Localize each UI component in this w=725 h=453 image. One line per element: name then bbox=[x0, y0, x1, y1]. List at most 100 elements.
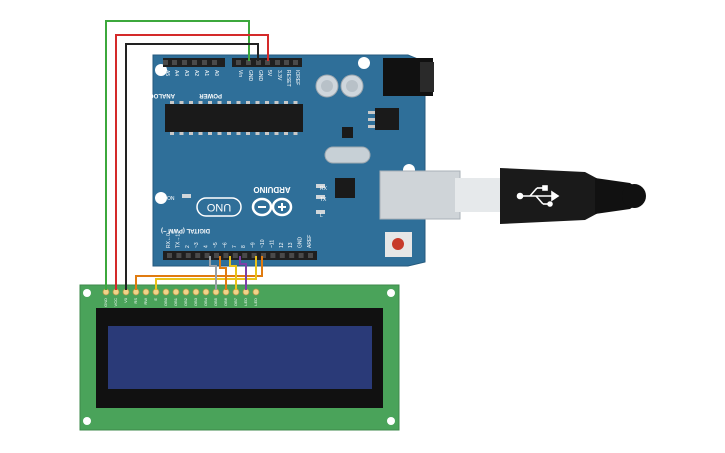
digital-pin-label: RX←0 bbox=[166, 233, 172, 248]
lcd-pin-label: LED bbox=[243, 298, 248, 306]
lcd-pin-label: DB1 bbox=[173, 297, 178, 306]
lcd-pin-label: DB2 bbox=[183, 297, 188, 306]
wire-db5 bbox=[219, 256, 227, 290]
lcd-pin[interactable] bbox=[252, 288, 260, 296]
header-pin[interactable] bbox=[185, 253, 191, 258]
lcd-pin[interactable] bbox=[192, 288, 200, 296]
digital-pin-label: 4 bbox=[204, 245, 210, 248]
on-led-label: ON bbox=[167, 196, 175, 202]
analog-pin-label: A4 bbox=[173, 70, 179, 76]
model-badge bbox=[196, 197, 242, 217]
wire-db7 bbox=[239, 256, 247, 290]
header-pin[interactable] bbox=[204, 253, 210, 258]
digital-pin-label: 7 bbox=[232, 245, 238, 248]
header-pin[interactable] bbox=[236, 60, 241, 65]
lcd-pin-label: RS bbox=[133, 298, 138, 304]
wire-gnd-green bbox=[105, 20, 250, 290]
digital-pin-label: ~9 bbox=[251, 242, 257, 248]
header-pin[interactable] bbox=[308, 253, 313, 258]
wire-db4 bbox=[209, 256, 217, 290]
analog-pin-label: A1 bbox=[203, 70, 209, 76]
power-pin-label: Vin bbox=[237, 70, 243, 77]
rx-led-label: RX bbox=[320, 186, 328, 192]
header-pin[interactable] bbox=[167, 253, 172, 258]
header-pin[interactable] bbox=[176, 253, 182, 258]
analog-pin-label: A2 bbox=[193, 70, 199, 76]
wire-vcc-red bbox=[115, 34, 269, 290]
wire-e bbox=[155, 256, 257, 290]
digital-pin-label: ~3 bbox=[194, 242, 200, 248]
digital-pin-label: 2 bbox=[185, 245, 191, 248]
header-pin[interactable] bbox=[163, 60, 168, 65]
power-pin-label: GND bbox=[257, 70, 263, 82]
lcd-pin-label: DB6 bbox=[223, 297, 228, 306]
mount-hole bbox=[155, 192, 167, 204]
usb-icon bbox=[516, 185, 560, 207]
lcd-pin-label: DB4 bbox=[203, 297, 208, 306]
lcd-pin-label: V0 bbox=[123, 297, 128, 303]
header-pin[interactable] bbox=[202, 60, 207, 65]
usb-controller-chip bbox=[335, 178, 355, 198]
header-pin[interactable] bbox=[256, 60, 261, 65]
header-pin[interactable] bbox=[284, 60, 289, 65]
reset-button-cap[interactable] bbox=[392, 238, 404, 250]
lcd-pin-label: DB0 bbox=[163, 297, 168, 306]
mount-hole bbox=[83, 417, 91, 425]
lcd-pin[interactable] bbox=[172, 288, 180, 296]
wire-rs bbox=[135, 256, 263, 290]
digital-header-strip bbox=[163, 251, 317, 260]
arduino-board: POWER ANALOG IN IOREFRESET3.3V5VGNDGNDVi… bbox=[141, 54, 434, 267]
digital-pin-label: 8 bbox=[241, 245, 247, 248]
analog-pin-label: A3 bbox=[183, 70, 189, 76]
digital-pin-label: ~6 bbox=[222, 242, 228, 248]
header-pin[interactable] bbox=[223, 253, 229, 258]
tx-led bbox=[316, 195, 325, 199]
header-pin[interactable] bbox=[298, 253, 304, 258]
header-pin[interactable] bbox=[212, 60, 217, 65]
lcd-pin[interactable] bbox=[202, 288, 210, 296]
header-pin[interactable] bbox=[251, 253, 257, 258]
lcd-pin-label: LED bbox=[253, 298, 258, 306]
lcd-pin-label: GND bbox=[103, 298, 108, 307]
header-pin[interactable] bbox=[265, 60, 270, 65]
lcd-screen bbox=[108, 326, 372, 389]
power-pin-label: GND bbox=[247, 70, 253, 82]
lcd-pin-label: DB5 bbox=[213, 297, 218, 306]
header-pin[interactable] bbox=[289, 253, 295, 258]
usb-cable bbox=[379, 168, 646, 224]
mount-hole bbox=[387, 417, 395, 425]
wire-gnd-black bbox=[125, 43, 259, 290]
header-pin[interactable] bbox=[192, 60, 197, 65]
l-led-label: L bbox=[320, 213, 323, 219]
digital-header-label: DIGITAL (PWM ~) bbox=[161, 227, 210, 233]
lcd-pin[interactable] bbox=[162, 288, 170, 296]
wires bbox=[105, 20, 269, 290]
analog-pin-label: A0 bbox=[213, 70, 219, 76]
tx-led-label: TX bbox=[320, 197, 327, 203]
header-pin[interactable] bbox=[279, 253, 285, 258]
atmega-chip bbox=[165, 104, 303, 132]
lcd-pin-label: DB3 bbox=[193, 297, 198, 306]
small-ic bbox=[342, 127, 353, 138]
header-pin[interactable] bbox=[261, 253, 266, 258]
digital-pin-label: 12 bbox=[279, 242, 285, 248]
header-pin[interactable] bbox=[232, 253, 238, 258]
header-pin[interactable] bbox=[246, 60, 251, 65]
header-pin[interactable] bbox=[214, 253, 219, 258]
digital-pin-label: 13 bbox=[288, 242, 294, 248]
header-pin[interactable] bbox=[242, 253, 248, 258]
digital-pin-label: ~11 bbox=[269, 240, 275, 248]
header-pin[interactable] bbox=[270, 253, 276, 258]
header-pin[interactable] bbox=[275, 60, 280, 65]
lcd-pin[interactable] bbox=[142, 288, 150, 296]
header-pin[interactable] bbox=[182, 60, 187, 65]
mount-hole bbox=[358, 57, 370, 69]
brand-label: ARDUINO bbox=[253, 185, 290, 194]
header-pin[interactable] bbox=[195, 253, 201, 258]
header-pin[interactable] bbox=[172, 60, 177, 65]
power-pin-label: RESET bbox=[285, 70, 291, 87]
lcd-pin[interactable] bbox=[182, 288, 190, 296]
header-pin[interactable] bbox=[293, 60, 298, 65]
arduino-logo bbox=[251, 197, 293, 217]
